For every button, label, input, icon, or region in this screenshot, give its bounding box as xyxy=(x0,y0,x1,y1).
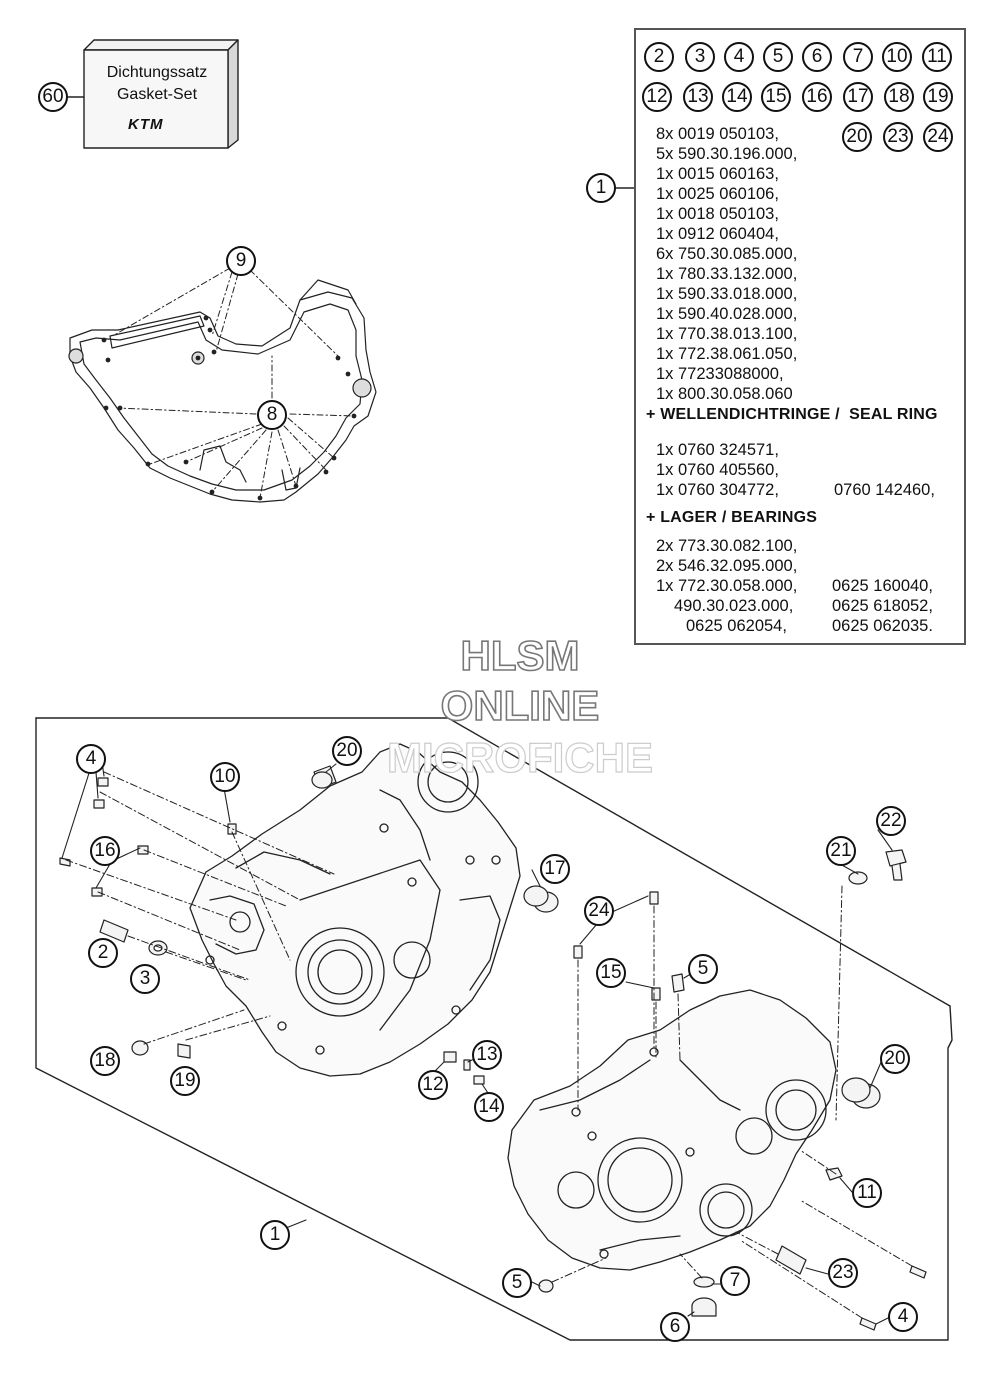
badge-17: 17 xyxy=(843,82,873,112)
badge-20: 20 xyxy=(842,122,872,152)
bearing-line: 0625 160040, xyxy=(832,577,933,595)
parts-list-line: 1x 0025 060106, xyxy=(656,185,779,203)
seal-line: 1x 0760 405560, xyxy=(656,461,779,479)
crankcase-frame xyxy=(35,717,953,1341)
badge-15: 15 xyxy=(761,82,791,112)
badge-11: 11 xyxy=(922,42,952,72)
callout-23: 23 xyxy=(828,1258,858,1288)
badge-18: 18 xyxy=(884,82,914,112)
seal-line: 1x 0760 324571, xyxy=(656,441,779,459)
bearings-header: + LAGER / BEARINGS xyxy=(646,509,818,526)
callout-20-right: 20 xyxy=(880,1044,910,1074)
parts-list-line: 1x 0015 060163, xyxy=(656,165,779,183)
callout-4-bottom: 4 xyxy=(888,1302,918,1332)
parts-list-line: 1x 800.30.058.060 xyxy=(656,385,793,403)
badge-13: 13 xyxy=(683,82,713,112)
callout-5-bottom: 5 xyxy=(502,1268,532,1298)
callout-22: 22 xyxy=(876,806,906,836)
badge-23: 23 xyxy=(883,122,913,152)
parts-list-line: 1x 770.38.013.100, xyxy=(656,325,798,343)
parts-list-line: 1x 590.33.018.000, xyxy=(656,285,798,303)
parts-list-line: 6x 750.30.085.000, xyxy=(656,245,798,263)
gasket-set-box xyxy=(83,39,239,149)
parts-list-line: 1x 77233088000, xyxy=(656,365,784,383)
callout-8: 8 xyxy=(257,400,287,430)
badge-24: 24 xyxy=(923,122,953,152)
callout-20-top: 20 xyxy=(332,736,362,766)
bearing-line: 1x 772.30.058.000, xyxy=(656,577,798,595)
parts-list-line: 1x 0018 050103, xyxy=(656,205,779,223)
callout-5-top: 5 xyxy=(688,954,718,984)
parts-list-line: 1x 590.40.028.000, xyxy=(656,305,798,323)
seal-line: 0760 142460, xyxy=(834,481,935,499)
callout-6: 6 xyxy=(660,1312,690,1342)
gasket-set-label-en: Gasket-Set xyxy=(116,86,198,103)
callout-14: 14 xyxy=(474,1092,504,1122)
bearing-line: 2x 546.32.095.000, xyxy=(656,557,798,575)
bearing-line: 0625 618052, xyxy=(832,597,933,615)
parts-list-line: 1x 0912 060404, xyxy=(656,225,779,243)
badge-4: 4 xyxy=(724,42,754,72)
callout-17: 17 xyxy=(540,854,570,884)
badge-2: 2 xyxy=(644,42,674,72)
callout-2: 2 xyxy=(88,938,118,968)
right-crankcase-half xyxy=(507,989,837,1271)
callout-13: 13 xyxy=(472,1040,502,1070)
callout-16: 16 xyxy=(90,836,120,866)
callout-24: 24 xyxy=(584,896,614,926)
bearing-line: 0625 062054, xyxy=(686,617,787,635)
parts-list-line: 1x 772.38.061.050, xyxy=(656,345,798,363)
callout-12: 12 xyxy=(418,1070,448,1100)
badge-12: 12 xyxy=(642,82,672,112)
badge-19: 19 xyxy=(923,82,953,112)
badge-14: 14 xyxy=(722,82,752,112)
badge-6: 6 xyxy=(802,42,832,72)
bearing-line: 0625 062035. xyxy=(832,617,933,635)
callout-18: 18 xyxy=(90,1046,120,1076)
badge-3: 3 xyxy=(685,42,715,72)
callout-1-kit: 1 xyxy=(586,173,616,203)
callout-7: 7 xyxy=(720,1266,750,1296)
badge-16: 16 xyxy=(802,82,832,112)
callout-4-top: 4 xyxy=(76,744,106,774)
callout-1: 1 xyxy=(260,1220,290,1250)
callout-15: 15 xyxy=(596,958,626,988)
left-crankcase-half xyxy=(189,743,521,1077)
watermark-line3: MICROFICHE xyxy=(386,733,653,781)
parts-list-line: 1x 780.33.132.000, xyxy=(656,265,798,283)
bearing-line: 490.30.023.000, xyxy=(674,597,794,615)
badge-10: 10 xyxy=(882,42,912,72)
small-parts xyxy=(59,765,927,1331)
gasket-set-label-de: Dichtungssatz xyxy=(106,64,208,81)
watermark-line2: ONLINE xyxy=(440,681,600,730)
parts-list-line: 8x 0019 050103, xyxy=(656,125,779,143)
bearing-line: 2x 773.30.082.100, xyxy=(656,537,798,555)
seal-ring-header: + WELLENDICHTRINGE / SEAL RING xyxy=(646,406,938,423)
callout-21: 21 xyxy=(826,836,856,866)
watermark-line1: HLSM xyxy=(460,631,581,680)
badge-7: 7 xyxy=(843,42,873,72)
callout-19: 19 xyxy=(170,1066,200,1096)
callout-60: 60 xyxy=(38,82,68,112)
callout-10: 10 xyxy=(210,762,240,792)
callout-3: 3 xyxy=(130,964,160,994)
callout-9: 9 xyxy=(226,246,256,276)
badge-5: 5 xyxy=(763,42,793,72)
seal-line: 1x 0760 304772, xyxy=(656,481,779,499)
callout-11: 11 xyxy=(852,1178,882,1208)
ktm-logo: KTM xyxy=(128,116,164,133)
cover-gasket xyxy=(68,279,377,503)
parts-list-line: 5x 590.30.196.000, xyxy=(656,145,798,163)
